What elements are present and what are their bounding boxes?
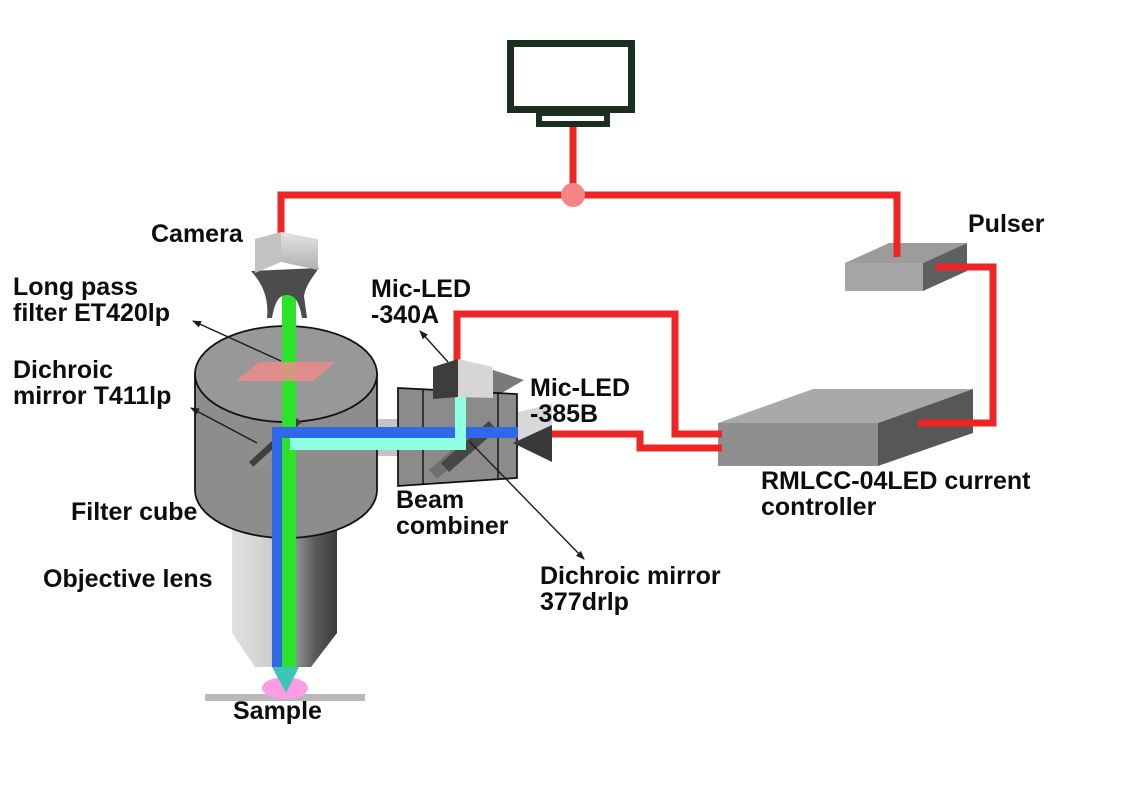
wiring <box>277 122 997 452</box>
label-mic-led-340a: Mic-LED -340A <box>371 275 471 330</box>
longpass-filter <box>236 362 335 381</box>
label-beam-combiner: Beam combiner <box>396 486 509 541</box>
pulser-box <box>845 243 967 291</box>
controller-right-face <box>878 389 973 466</box>
wire-led340a-to-controller <box>453 310 722 438</box>
monitor-stand <box>536 110 610 127</box>
pulser-front-face <box>845 263 923 291</box>
beam-blue-horizontal <box>272 427 520 438</box>
focus-cone <box>272 667 299 693</box>
label-dichroic-377: Dichroic mirror 377drlp <box>540 562 721 617</box>
label-sample: Sample <box>233 697 322 725</box>
light-beams <box>272 295 520 667</box>
arrow-led340a <box>419 330 449 363</box>
label-objective: Objective lens <box>43 565 213 593</box>
label-long-pass: Long pass filter ET420lp <box>13 273 170 328</box>
beam-cyan-vertical <box>455 393 466 450</box>
annotation-arrows <box>190 320 585 560</box>
mic-led-340a-box <box>433 359 493 399</box>
wire-junction-dot <box>561 183 585 207</box>
arrow-t411 <box>190 407 258 444</box>
label-dichroic-t411: Dichroic mirror T411lp <box>13 356 172 411</box>
wire-led385b-to-controller <box>552 430 722 452</box>
camera-left-face <box>255 232 281 273</box>
arrow-d377 <box>468 440 585 560</box>
controller-top-face <box>718 389 973 423</box>
pulser-top-face <box>845 243 967 263</box>
label-mic-led-385b: Mic-LED -385B <box>530 374 630 429</box>
mic-led-385b-box <box>513 404 552 462</box>
label-pulser: Pulser <box>968 210 1045 238</box>
beam-green-vertical <box>282 295 296 667</box>
led385b-dark-cone <box>513 425 552 462</box>
monitor <box>507 40 635 127</box>
led340a-light-face <box>458 359 493 398</box>
label-controller: RMLCC-04LED current controller <box>761 467 1031 522</box>
camera-funnel <box>251 268 319 318</box>
wire-pulser-to-controller <box>918 263 997 427</box>
beam-cyan-horizontal <box>290 438 466 450</box>
camera-assembly <box>251 232 319 318</box>
controller-box <box>718 389 973 466</box>
monitor-screen <box>507 40 635 113</box>
led340a-dark-face <box>433 359 458 399</box>
controller-front-face <box>718 423 878 466</box>
arrow-longpass <box>192 320 282 362</box>
camera-right-face <box>281 232 318 270</box>
wire-camera-to-pulser <box>277 191 901 257</box>
label-camera: Camera <box>151 220 243 248</box>
beam-blue-vertical <box>272 430 282 667</box>
label-filter-cube: Filter cube <box>71 498 198 526</box>
